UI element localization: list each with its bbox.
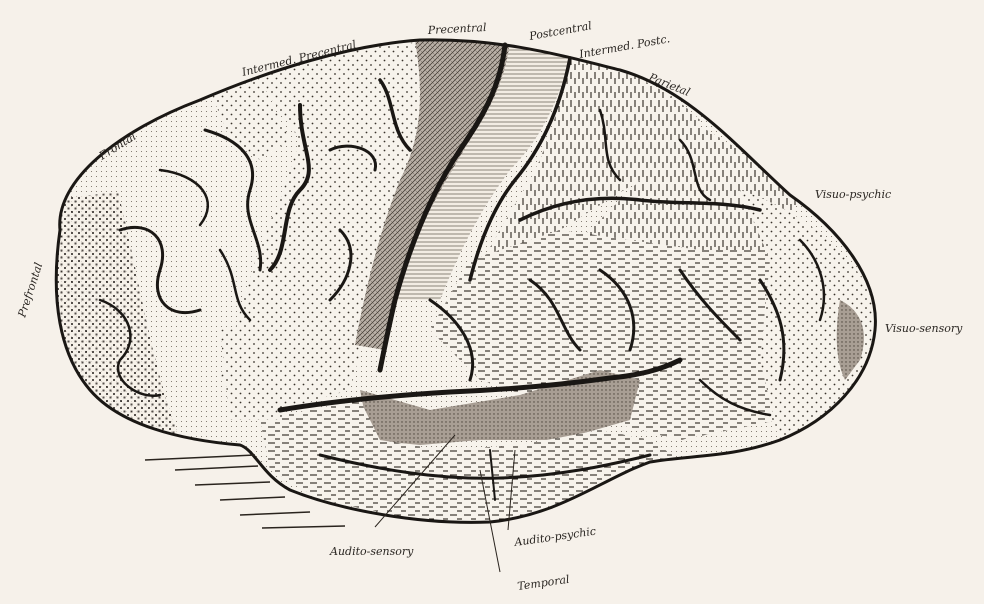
label-precentral: Precentral xyxy=(426,21,487,37)
label-visuo-sensory: Visuo-sensory xyxy=(885,322,963,335)
label-audito-sensory: Audito-sensory xyxy=(329,545,414,558)
label-audito-psychic: Audito-psychic xyxy=(513,525,597,549)
label-visuo-psychic: Visuo-psychic xyxy=(815,188,891,201)
label-temporal: Temporal xyxy=(517,573,571,593)
label-prefrontal: Prefrontal xyxy=(15,261,45,320)
label-intermed-postc: Intermed. Postc. xyxy=(577,32,671,61)
label-postcentral: Postcentral xyxy=(527,19,593,43)
